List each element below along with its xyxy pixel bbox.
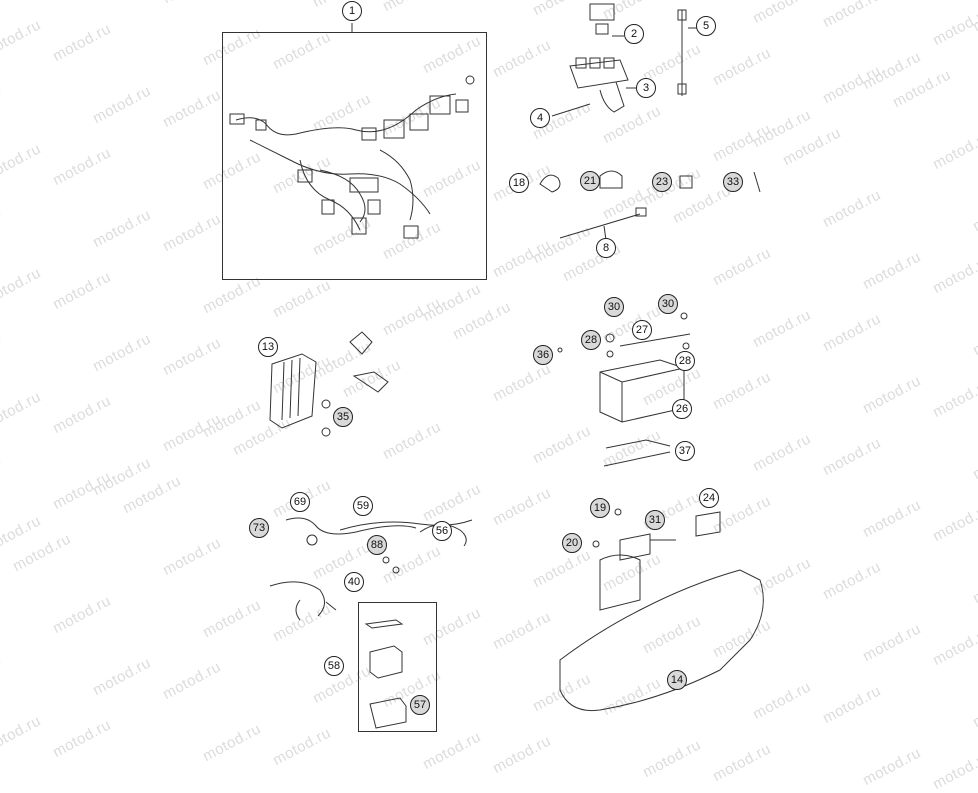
callout-30: 30 (658, 294, 678, 314)
wiring-harness-frame (222, 32, 487, 280)
callout-13: 13 (258, 337, 278, 357)
callout-57: 57 (410, 695, 430, 715)
callout-1: 1 (342, 1, 362, 21)
callout-27: 27 (632, 320, 652, 340)
callout-18: 18 (509, 173, 529, 193)
callout-30: 30 (604, 297, 624, 317)
voltage-regulator-drawing (269, 331, 389, 437)
callout-26: 26 (672, 399, 692, 419)
watermark-text: motod.ru (930, 748, 978, 793)
callout-73: 73 (249, 518, 269, 538)
callout-4: 4 (530, 108, 550, 128)
watermark-text: motod.ru (640, 736, 704, 782)
wiring-harness-drawing (229, 75, 475, 239)
callout-23: 23 (652, 172, 672, 192)
watermark-text: motod.ru (860, 744, 924, 790)
relay-and-fuse-drawing (551, 3, 698, 117)
callout-37: 37 (675, 441, 695, 461)
callout-28: 28 (581, 330, 601, 350)
callout-40: 40 (344, 572, 364, 592)
callout-20: 20 (562, 533, 582, 553)
callout-56: 56 (432, 521, 452, 541)
part-illustrations (229, 3, 764, 729)
rear-frame-drawing (559, 508, 764, 712)
callout-69: 69 (290, 492, 310, 512)
callout-5: 5 (696, 16, 716, 36)
callout-8: 8 (596, 238, 616, 258)
watermark-text: motod.ru (420, 728, 484, 774)
callout-88: 88 (367, 535, 387, 555)
cable-set-drawing (269, 517, 473, 621)
battery-drawing (557, 300, 691, 467)
callout-14: 14 (667, 670, 687, 690)
callout-28: 28 (675, 351, 695, 371)
callout-35: 35 (333, 407, 353, 427)
callout-24: 24 (699, 488, 719, 508)
callout-21: 21 (580, 171, 600, 191)
callout-58: 58 (324, 656, 344, 676)
relay-detail-frame (358, 602, 437, 732)
small-parts-drawing (539, 170, 761, 241)
callout-31: 31 (645, 510, 665, 530)
relay-58-57-drawing (364, 619, 407, 729)
callout-36: 36 (533, 345, 553, 365)
callout-19: 19 (590, 498, 610, 518)
callout-2: 2 (624, 24, 644, 44)
watermark-text: motod.ru (490, 732, 554, 778)
watermark-text: motod.ru (710, 740, 774, 786)
callout-33: 33 (723, 172, 743, 192)
callout-3: 3 (636, 78, 656, 98)
callout-59: 59 (353, 496, 373, 516)
